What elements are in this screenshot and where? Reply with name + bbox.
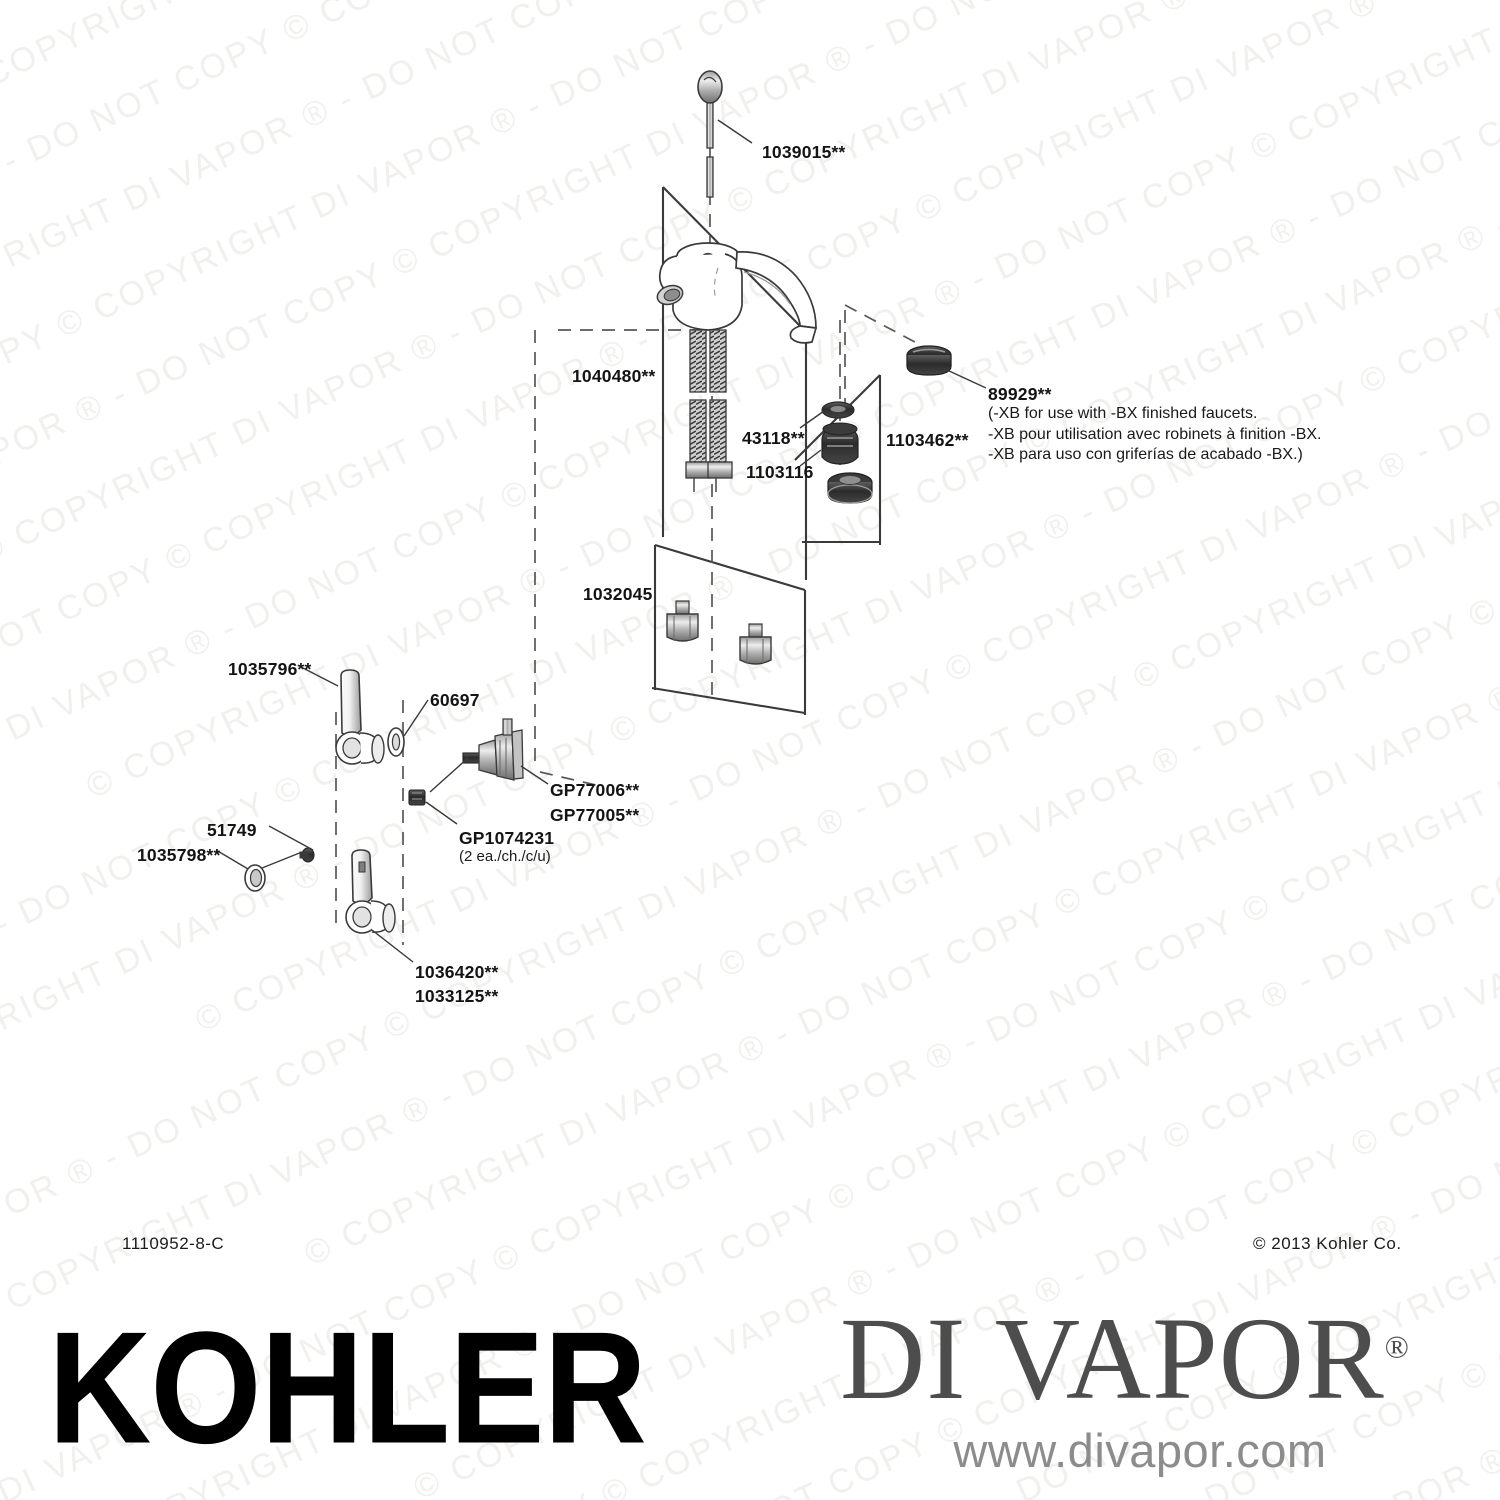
divapor-url: www.divapor.com (953, 1423, 1327, 1477)
leader-89929 (946, 369, 987, 389)
leader-43118 (799, 410, 825, 429)
cap-1035798-part (244, 864, 266, 892)
lever-handle-lower-part (345, 849, 396, 934)
leader-1036420 (371, 929, 414, 963)
construction-lines (215, 70, 987, 963)
nut-plane (653, 543, 807, 715)
part-number-label: 1035796** (228, 659, 312, 679)
part-number-label: 89929** (988, 384, 1052, 404)
finish-note: (-XB for use with -BX finished faucets. -… (988, 404, 1322, 466)
part-number-label: 60697 (430, 690, 480, 710)
leader-60697 (403, 699, 429, 737)
leader-GP77006 (520, 765, 549, 785)
footer-logos: KOHLER DI VAPOR® www.divapor.com (0, 1290, 1500, 1500)
part-number-label: 1039015** (762, 142, 846, 162)
nut-1103116-part (821, 422, 859, 465)
divapor-logo-block: DI VAPOR® www.divapor.com (840, 1297, 1480, 1478)
screw-gp1074231-part (408, 789, 426, 806)
part-number-label: GP77005** (550, 805, 640, 825)
set-screw-51749-part (299, 847, 315, 863)
registered-trademark-icon: ® (1384, 1328, 1410, 1365)
part-number-label: GP1074231 (459, 828, 555, 848)
part-number-label: 1033125** (415, 986, 499, 1006)
part-number-label: GP77006** (550, 780, 640, 800)
leader-1039015 (717, 119, 753, 144)
part-number-label: 51749 (207, 820, 257, 840)
divapor-logo: DI VAPOR® (840, 1297, 1480, 1421)
part-number-label: 1035798** (137, 845, 221, 865)
part-number-label: 1103116 (746, 462, 814, 482)
part-number-label: 1036420** (415, 962, 499, 982)
escutcheon-base-1103462-part (827, 472, 873, 504)
leader-1035796 (302, 667, 339, 687)
leader-cap-to-screw (261, 851, 303, 869)
mounting-nuts-part (666, 600, 772, 665)
document-id: 1110952-8-C (122, 1234, 225, 1253)
oring-60697-part (387, 727, 405, 757)
part-quantity-note: (2 ea./ch./c/u) (459, 848, 551, 865)
finish-note-line: (-XB for use with -BX finished faucets. (988, 405, 1258, 422)
lever-handle-upper-part (335, 669, 385, 765)
lift-rod-part (697, 70, 723, 198)
finish-note-line: -XB pour utilisation avec robinets à fin… (988, 425, 1322, 443)
kohler-logo: KOHLER (48, 1298, 647, 1477)
divapor-logo-text: DI VAPOR (840, 1293, 1385, 1424)
washer-43118-part (821, 401, 855, 419)
kohler-copyright: © 2013 Kohler Co. (1253, 1234, 1402, 1253)
finish-note-line: -XB para uso con griferías de acabado -B… (988, 446, 1303, 463)
valve-cartridge-part (462, 718, 524, 781)
part-number-label: 1032045 (583, 584, 653, 604)
deck-plane-upper (661, 186, 808, 580)
leader-GP1074231 (425, 801, 458, 825)
part-number-label: 1040480** (572, 366, 656, 386)
part-number-label: 1103462** (886, 430, 969, 450)
leader-51749 (268, 825, 314, 851)
leader-1035798 (215, 849, 249, 870)
leader-screw-to-valve (429, 757, 469, 793)
leader-1103116 (799, 449, 822, 467)
part-number-label: 43118** (742, 428, 805, 448)
faucet-body-part (656, 242, 818, 492)
cap-89929-part (906, 345, 952, 376)
